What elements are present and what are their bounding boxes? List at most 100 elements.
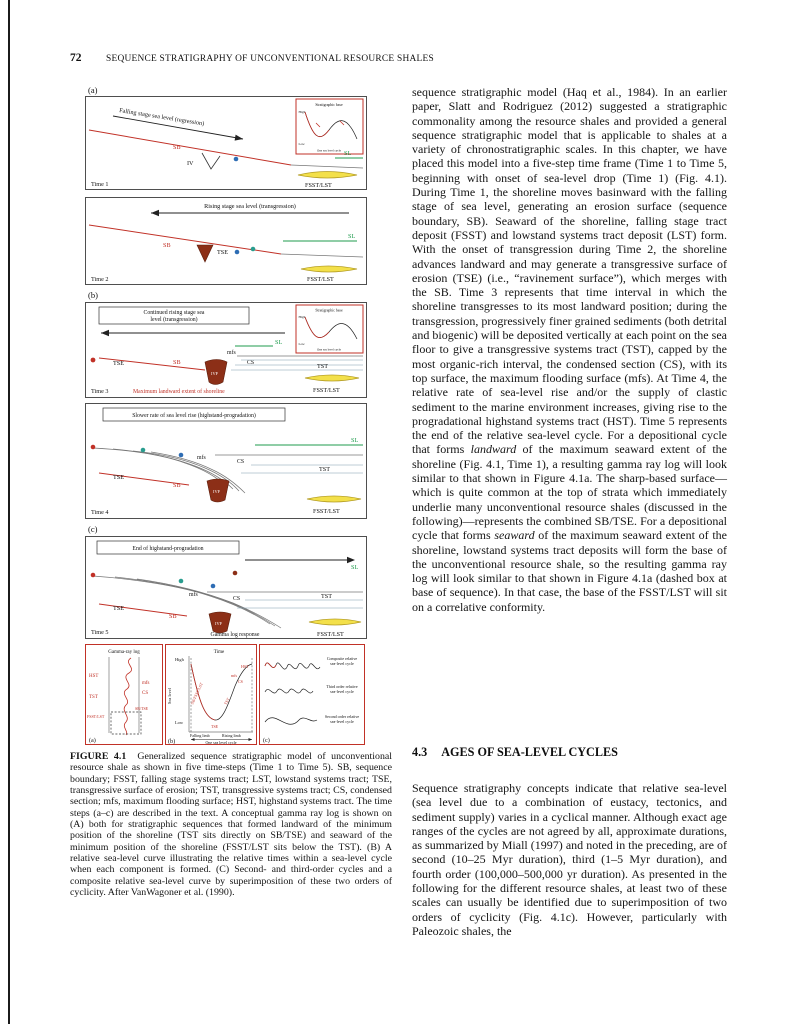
gb-cs-label: CS	[238, 679, 243, 684]
shoreline-dot-blue	[210, 583, 216, 589]
t5-mfs-label: mfs	[189, 591, 198, 598]
gb-cycle-label: One sea level cycle	[206, 740, 237, 745]
ga-fsst-label: FSST/LST	[87, 714, 105, 719]
transgression-arrow	[151, 209, 349, 217]
t5-tse-label: TSE	[113, 605, 124, 612]
ga-title: Gamma-ray log	[108, 650, 140, 655]
incised-valley-shape	[201, 152, 221, 170]
t5-tst-label: TST	[321, 593, 332, 600]
incised-valley-fill-shape	[204, 359, 228, 385]
panel-time-3: Stratigraphic base High Low One sea leve…	[85, 302, 367, 398]
t5-time-label: Time 5	[91, 629, 108, 636]
t4-tst-label: TST	[319, 466, 330, 473]
shoreline-dot-teal	[250, 246, 256, 252]
fsst-lst-deposit	[300, 265, 358, 273]
gc-composite-label-2: sea-level cycle	[330, 661, 354, 666]
t5-header-box	[96, 540, 240, 555]
transgression-arrow	[101, 329, 285, 337]
clinoform-lines	[92, 447, 246, 494]
panel-composite-cycles: Composite relative sea-level cycle Third…	[259, 644, 365, 745]
fsst-lst-deposit	[306, 495, 362, 503]
body-paragraph-1: sequence stratigraphic model (Haq et al.…	[412, 85, 727, 614]
t3-tse-label: TSE	[113, 360, 124, 367]
fsst-lst-deposit	[297, 171, 358, 179]
t5-arrow-label: End of highstand-progradation	[132, 545, 203, 552]
t4-sl-label: SL	[351, 437, 358, 444]
inset-title: Stratigraphic base	[315, 309, 343, 313]
gc-second-label-2: sea-level cycle	[330, 719, 354, 724]
panel-a-tag: (a)	[88, 85, 98, 95]
t3-max-landward-note: Maximum landward extent of shoreline	[133, 388, 225, 395]
t2-sl-label: SL	[348, 233, 355, 240]
panel-gamma-ray-log: Gamma-ray log HST mfs CS TST FSST/LST SB…	[85, 644, 163, 745]
t3-header-box	[98, 306, 250, 325]
sea-level-inset: Stratigraphic base High Low One sea leve…	[295, 98, 364, 155]
gb-rising-label: Rising limb	[222, 733, 241, 738]
t4-fsst-label: FSST/LST	[313, 508, 340, 515]
t3-cs-label: CS	[247, 360, 254, 366]
shoreline-dot-teal	[178, 578, 184, 584]
incised-valley-fill-shape	[206, 478, 230, 503]
gc-composite-label-1: Composite relative	[327, 656, 358, 661]
inset-low-label: Low	[299, 142, 306, 146]
gb-title: Time	[214, 650, 225, 655]
p1-segment-1: sequence stratigraphic model (Haq et al.…	[412, 85, 727, 457]
t5-sl-label: SL	[351, 564, 358, 571]
gb-axis-label: Sea level	[167, 687, 172, 704]
gb-falling-label: Falling limb	[190, 733, 210, 738]
cycle-span-arrow	[191, 738, 252, 741]
t5-fsst-label: FSST/LST	[317, 631, 344, 638]
t1-sl-label: SL	[344, 150, 351, 157]
running-head: SEQUENCE STRATIGRAPHY OF UNCONVENTIONAL …	[106, 54, 434, 64]
body-paragraph-2: Sequence stratigraphy concepts indicate …	[412, 781, 727, 938]
t4-arrow-label: Slower rate of sea level rise (highstand…	[132, 412, 256, 419]
t2-arrow-label: Rising stage sea level (transgression)	[204, 203, 296, 210]
inset-high-label: High	[299, 110, 306, 114]
clinoform-lines	[92, 575, 282, 629]
gb-tst-label: TST	[223, 696, 231, 705]
shoreline-dot-blue	[233, 156, 239, 162]
p1-italic-seaward: seaward	[494, 528, 535, 543]
shoreline-dot-red	[90, 572, 96, 578]
fsst-lst-deposit	[308, 618, 362, 626]
t2-time-label: Time 2	[91, 276, 108, 283]
panel-time-4: Slower rate of sea level rise (highstand…	[85, 403, 367, 519]
tst-strata-lines	[231, 359, 363, 371]
bottom-panel-row: Gamma-ray log HST mfs CS TST FSST/LST SB…	[85, 644, 365, 745]
t5-gamma-label: Gamma log response	[211, 632, 260, 638]
progradation-arrow	[245, 556, 355, 564]
gb-tag: (b)	[168, 738, 175, 745]
t5-ivf-label: IVF	[215, 621, 223, 626]
ga-sbtse-label: SB/TSE	[135, 706, 149, 711]
inset-low-label: Low	[299, 342, 306, 346]
t3-arrow-label-line1: Continued rising stage sea	[143, 310, 204, 316]
shoreline-dot-blue	[178, 452, 184, 458]
ga-cs-label: CS	[142, 691, 148, 696]
figure-caption-text: Generalized sequence stratigraphic model…	[70, 751, 393, 899]
gb-tse-label: TSE	[211, 724, 219, 729]
t4-time-label: Time 4	[91, 509, 108, 516]
gb-high-label: High	[175, 657, 185, 662]
gc-second-label-1: Second order relative	[325, 714, 359, 719]
tst-strata-lines	[237, 599, 363, 609]
p1-italic-landward: landward	[470, 442, 517, 457]
t4-ivf-label: IVF	[213, 489, 221, 494]
sea-level-inset: Stratigraphic base High Low One sea leve…	[295, 304, 364, 354]
t2-tse-label: TSE	[217, 249, 228, 256]
t4-header-box	[102, 407, 286, 422]
page-number: 72	[70, 52, 82, 64]
fsst-lst-deposit	[304, 374, 360, 382]
panel-c-tag: (c)	[88, 524, 98, 534]
gamma-log-curve	[123, 657, 132, 736]
regression-arrow	[112, 115, 244, 141]
inset-cycle-label: One sea level cycle	[317, 348, 342, 352]
t1-sb-label: SB	[173, 144, 181, 151]
third-order-curve	[264, 688, 314, 694]
t3-arrow-label-line2: level (transgression)	[150, 316, 197, 323]
t3-sl-label: SL	[275, 339, 282, 346]
gb-low-label: Low	[175, 720, 184, 725]
panel-time-2: Rising stage sea level (transgression) S…	[85, 197, 367, 285]
gb-hst-label: HST	[241, 664, 249, 669]
second-order-curve	[264, 717, 318, 725]
